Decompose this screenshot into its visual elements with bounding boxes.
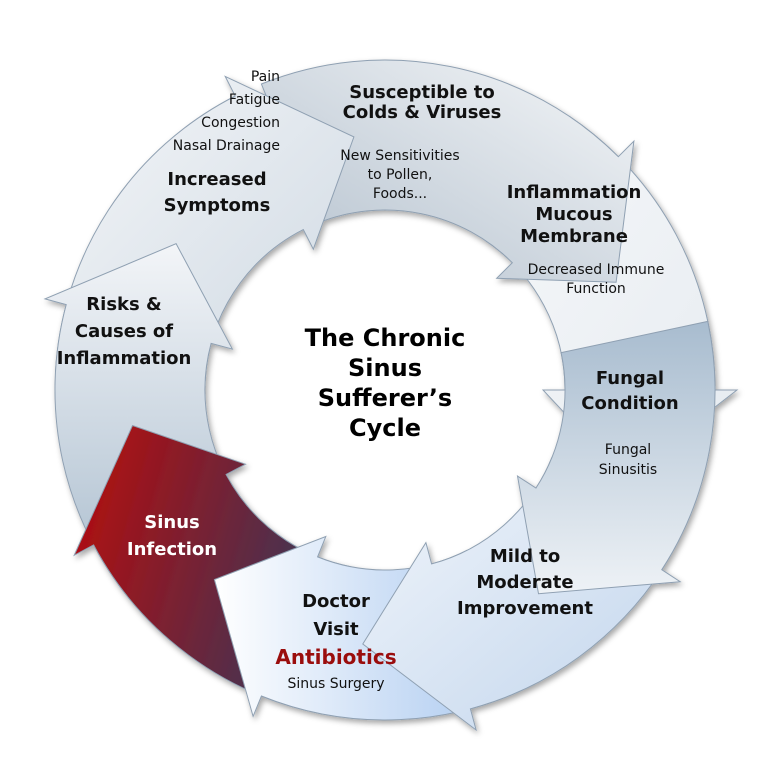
stage-detail-line: Sinusitis: [599, 462, 657, 478]
stage-detail-line: Congestion: [201, 115, 280, 131]
stage-heading-line: Risks &: [86, 294, 161, 315]
stage-heading-line: Mild to: [490, 546, 560, 567]
arrow-susceptible: [260, 59, 635, 283]
stage-heading-line: Improvement: [457, 598, 593, 619]
stage-detail-line: to Pollen,: [368, 167, 433, 183]
arrow-fungal: [516, 320, 716, 595]
title-line: Cycle: [349, 414, 421, 442]
stage-detail-line: Foods...: [373, 186, 427, 202]
stage-heading-line: Infection: [127, 539, 217, 560]
stage-detail-line: Fatigue: [229, 92, 280, 108]
stage-heading-line: Increased: [167, 169, 266, 190]
stage-heading-line: Susceptible to: [349, 82, 495, 103]
stage-heading-line: Causes of: [75, 321, 173, 342]
stage-highlight: Antibiotics: [275, 645, 396, 669]
stage-risks-causes: Risks & Causes of Inflammation: [57, 294, 192, 369]
stage-heading-line: Visit: [313, 619, 359, 640]
stage-detail-line: Function: [566, 281, 626, 297]
stage-heading-line: Doctor: [302, 591, 370, 612]
stage-detail-line: Fungal: [605, 442, 651, 458]
stage-detail-line: Nasal Drainage: [173, 138, 280, 154]
title-line: The Chronic: [305, 324, 466, 352]
stage-detail-line: Sinus Surgery: [287, 676, 384, 692]
stage-heading-line: Membrane: [520, 226, 628, 247]
stage-heading-line: Fungal: [596, 368, 664, 389]
stage-heading-line: Condition: [581, 393, 678, 414]
stage-heading-line: Inflammation: [57, 348, 192, 369]
stage-detail-line: Pain: [251, 69, 280, 85]
stage-heading-line: Inflammation: [507, 182, 642, 203]
stage-heading-line: Symptoms: [164, 195, 271, 216]
title-line: Sufferer’s: [318, 384, 452, 412]
cycle-arrows: [43, 59, 739, 732]
stage-heading-line: Sinus: [144, 512, 199, 533]
title-line: Sinus: [348, 354, 422, 382]
stage-heading-line: Mucous: [535, 204, 612, 225]
stage-heading-line: Colds & Viruses: [343, 102, 502, 123]
stage-detail-line: New Sensitivities: [340, 148, 459, 164]
stage-heading-line: Moderate: [476, 572, 573, 593]
stage-detail-line: Decreased Immune: [528, 262, 665, 278]
